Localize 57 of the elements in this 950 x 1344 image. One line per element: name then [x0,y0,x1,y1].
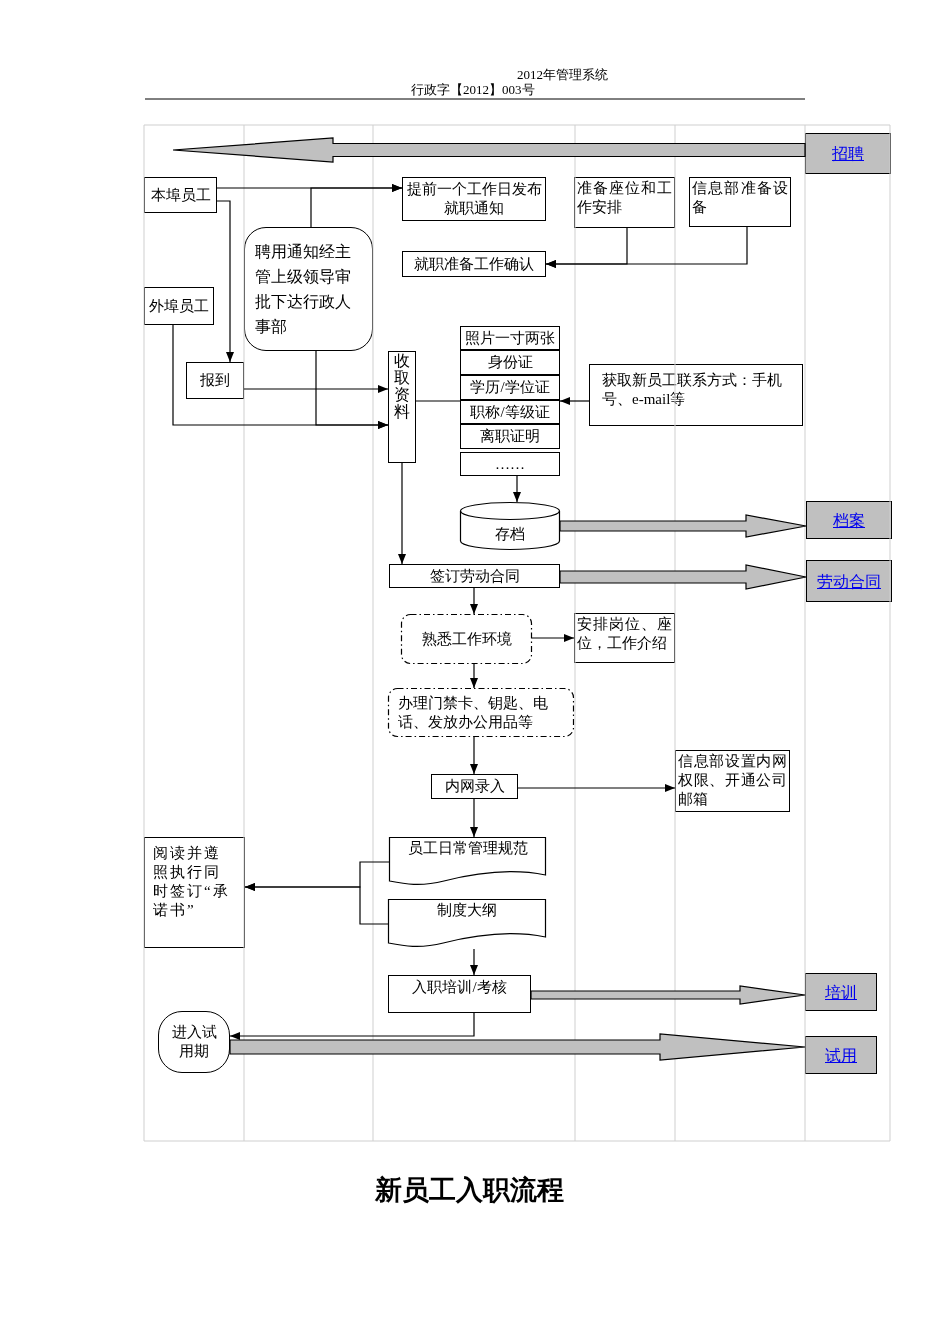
block-arrow [559,514,807,538]
process-box: 学历/学位证 [460,375,560,400]
process-box: 内网录入 [431,774,518,799]
storage-cylinder: 存档 [460,502,560,550]
arrow [470,798,478,838]
rounded-box: 聘用通知经主管上级领导审批下达行政人事部 [244,227,373,351]
dashed-rounded-box: 熟悉工作环境 [401,614,532,664]
arrow [310,184,403,228]
arrow [243,385,389,393]
arrow [517,784,676,792]
process-box: 离职证明 [460,424,560,449]
arrow [470,587,478,615]
process-box: 入职培训/考核 [388,975,531,1013]
dashed-rounded-box: 办理门禁卡、钥匙、电话、发放办公用品等 [388,688,574,737]
document-shape: 制度大纲 [388,899,546,949]
block-arrow [559,564,807,590]
process-box: 准备座位和工作安排 [574,177,675,228]
process-box: 收取资料 [388,351,416,463]
arrow [545,226,748,268]
process-box: 职称/等级证 [460,400,560,424]
arrow [229,1012,475,1040]
arrow [244,883,389,925]
arrow [470,663,478,689]
process-box: 照片一寸两张 [460,326,560,350]
arrow [398,462,406,565]
process-box: 就职准备工作确认 [402,251,546,277]
process-box: 安排岗位、座位，工作介绍 [574,613,675,663]
process-box: 本埠员工 [144,177,217,213]
process-box: 阅读并遵照执行同时签订“承诺书” [144,837,245,948]
process-box: 获取新员工联系方式：手机号、e-mail等 [589,364,803,426]
process-box: 提前一个工作日发布就职通知 [402,177,546,221]
process-box: 签订劳动合同 [389,564,560,588]
process-box: 信息部准备设备 [689,177,791,227]
title: 新员工入职流程 [375,1174,564,1207]
terminal-box: 进入试用期 [158,1011,230,1073]
arrow [470,948,478,976]
arrow [470,736,478,775]
block-arrow [530,985,806,1005]
block-arrow [172,137,806,163]
lane-tag-box: 试用 [805,1036,877,1074]
connector-line [415,400,461,402]
arrow [559,397,590,405]
process-box: 外埠员工 [144,287,214,325]
arrow [315,350,389,429]
document-shape: 员工日常管理规范 [389,837,546,887]
arrow [513,475,521,503]
process-box: 身份证 [460,350,560,375]
process-box: …… [460,452,560,476]
process-box: 报到 [186,362,244,399]
block-arrow [229,1033,806,1061]
process-box: 信息部设置内网权限、开通公司邮箱 [675,750,790,812]
document-number: 行政字【2012】003号 [411,81,535,99]
arrow [531,634,575,642]
arrow [216,200,234,363]
header-text: 2012年管理系统 [517,66,608,83]
lane-tag-box: 档案 [806,501,892,539]
lane-tag-box: 培训 [805,973,877,1011]
